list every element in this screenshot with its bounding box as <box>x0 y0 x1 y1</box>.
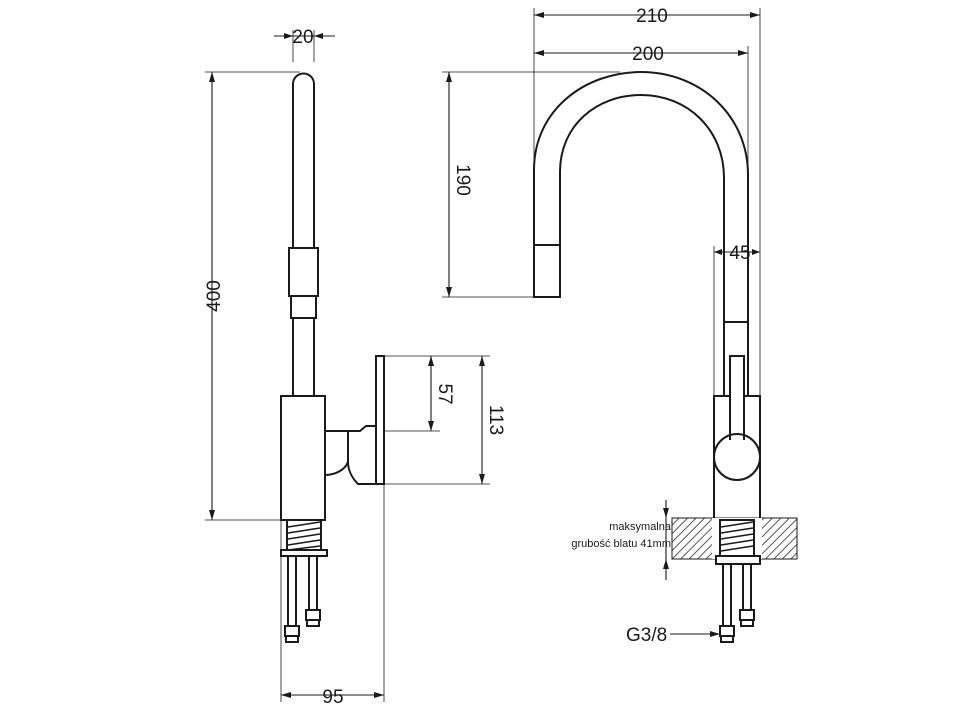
label-g38: G3/8 <box>626 625 667 646</box>
dim-label-113: 113 <box>485 405 506 435</box>
front-supply-hoses <box>719 563 755 643</box>
side-supply-hoses <box>284 555 321 643</box>
dim-countertop-thickness: maksymalna grubość blatu 41mm <box>571 500 672 580</box>
dim-label-200: 200 <box>632 44 664 65</box>
side-thread-lines <box>287 521 321 551</box>
dim-side-width-top: 20 <box>274 27 335 62</box>
thread-callout: G3/8 <box>626 625 720 646</box>
side-spout-lower <box>290 295 317 319</box>
front-lever-hub <box>713 433 761 481</box>
side-lever-connector <box>324 430 349 476</box>
note-max-thickness-line1: maksymalna <box>609 521 672 533</box>
dim-lever-height: 57 <box>384 355 455 432</box>
front-spout-head <box>533 244 561 298</box>
dim-label-400: 400 <box>204 280 225 312</box>
dim-label-45: 45 <box>729 243 750 264</box>
dim-spout-tip: 45 <box>713 243 760 396</box>
front-gooseneck-inner <box>559 94 725 330</box>
side-spout-neck <box>292 317 315 397</box>
side-lever <box>347 355 385 485</box>
dim-spout-height: 190 <box>442 71 620 298</box>
dim-height-total: 400 <box>204 71 300 521</box>
dim-reach-outer: 210 <box>533 6 761 396</box>
dim-reach-inner: 200 <box>534 44 749 170</box>
front-lever <box>729 355 745 441</box>
dim-label-57: 57 <box>434 383 455 404</box>
side-spout-grip <box>288 247 319 297</box>
note-max-thickness-line2: grubość blatu 41mm <box>571 538 671 550</box>
front-view: 210 200 190 45 <box>442 6 798 646</box>
dim-label-20: 20 <box>292 27 313 48</box>
front-mounting-nut <box>715 555 761 565</box>
front-gooseneck-outer <box>533 71 749 330</box>
side-spout-tube <box>292 72 315 249</box>
dim-body-height: 113 <box>384 355 506 485</box>
front-thread-lines <box>720 521 754 552</box>
side-view: 20 400 57 113 <box>204 27 506 708</box>
dim-label-95: 95 <box>322 687 343 708</box>
dim-label-210: 210 <box>636 6 668 27</box>
dim-base-depth: 95 <box>280 484 385 708</box>
side-body <box>280 395 326 521</box>
dim-label-190: 190 <box>452 164 473 196</box>
